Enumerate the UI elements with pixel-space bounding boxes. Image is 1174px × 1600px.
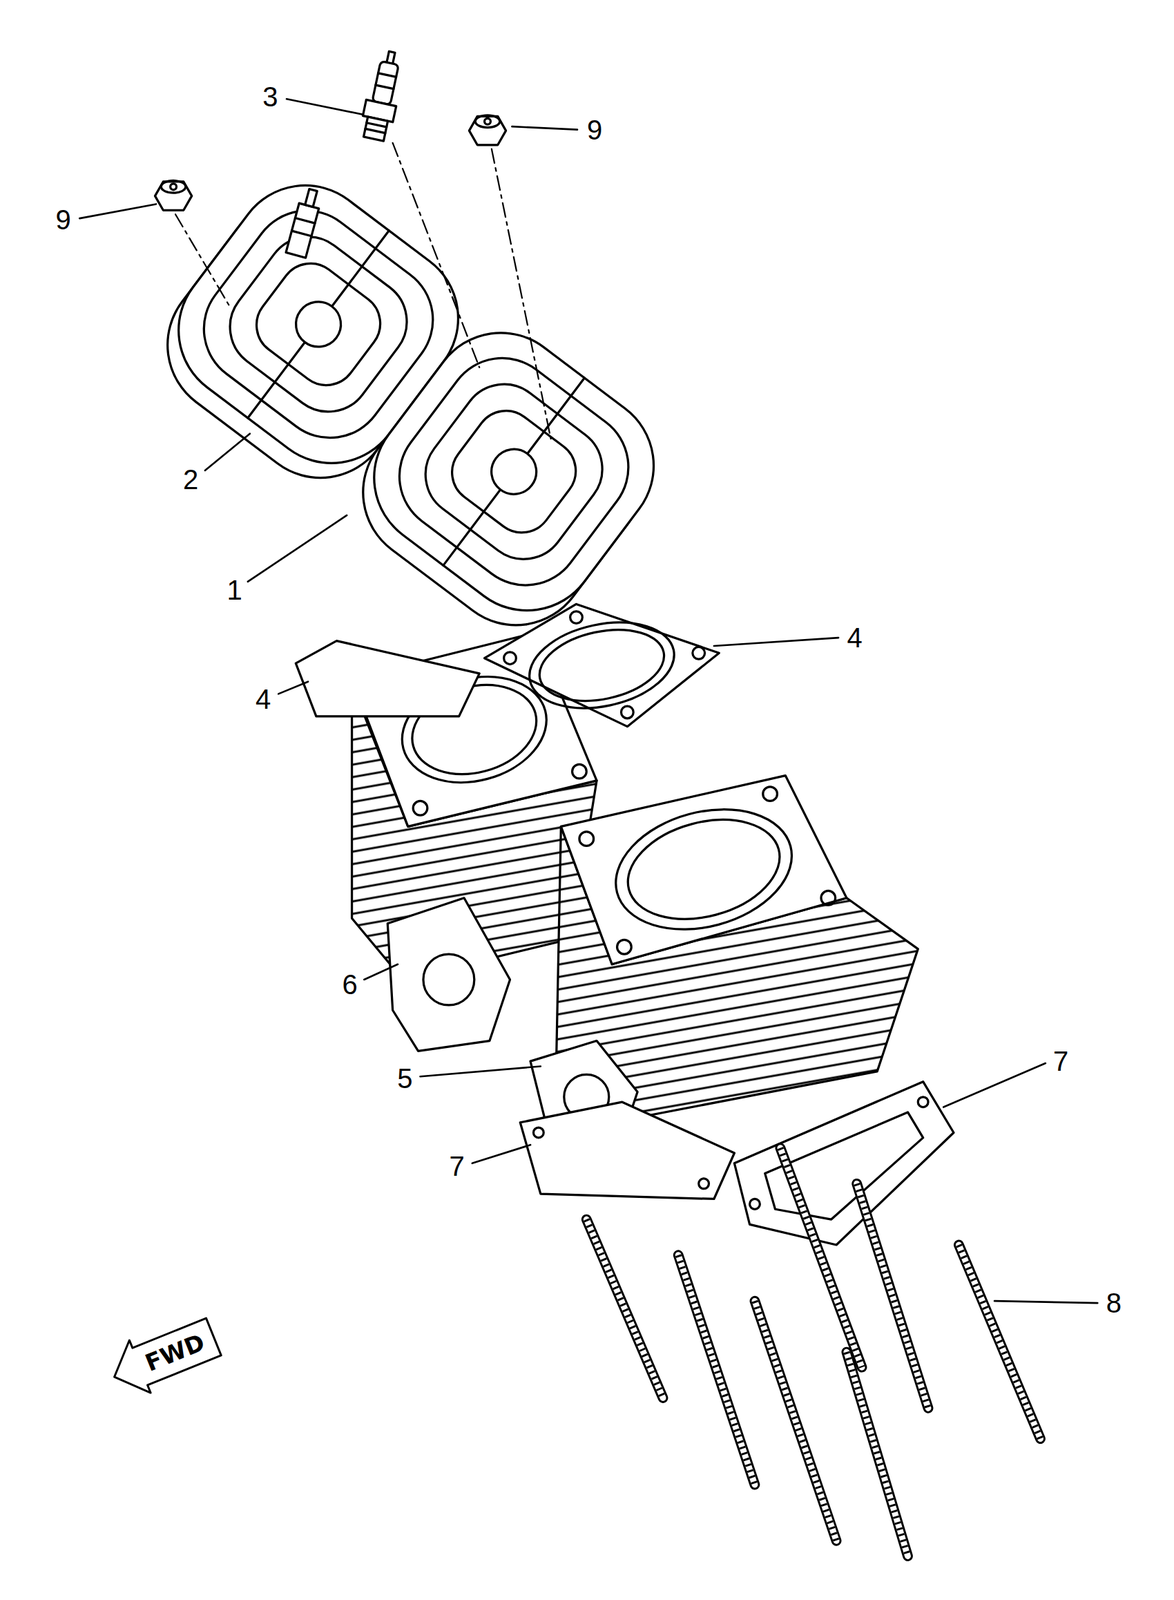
assembly-line: [175, 142, 552, 439]
callout-number: 1: [227, 575, 243, 604]
leader-line: [79, 98, 1098, 1303]
callout-number: 5: [397, 1064, 413, 1092]
callout-number: 9: [55, 205, 71, 234]
callout-number: 3: [262, 82, 278, 111]
spark-plug: [285, 187, 324, 258]
callout-number: 9: [587, 116, 603, 144]
callout-number: 4: [255, 685, 271, 713]
head-gasket: [484, 603, 720, 726]
cap-nut: [155, 115, 507, 210]
spark-plug: [358, 49, 407, 143]
cylinder-head: [138, 156, 683, 654]
callout-number: 8: [1106, 1288, 1122, 1317]
callout-number: 7: [1053, 1046, 1069, 1075]
direction-arrow: FWD: [107, 1317, 221, 1395]
callout-number: 7: [449, 1151, 465, 1180]
callout-number: 2: [183, 465, 199, 494]
callout-number: 4: [847, 623, 863, 652]
cylinder-stud: [586, 1147, 1041, 1556]
head-gasket: [295, 640, 480, 717]
arrow-shape: [103, 1310, 224, 1403]
callout-number: 6: [341, 970, 358, 998]
